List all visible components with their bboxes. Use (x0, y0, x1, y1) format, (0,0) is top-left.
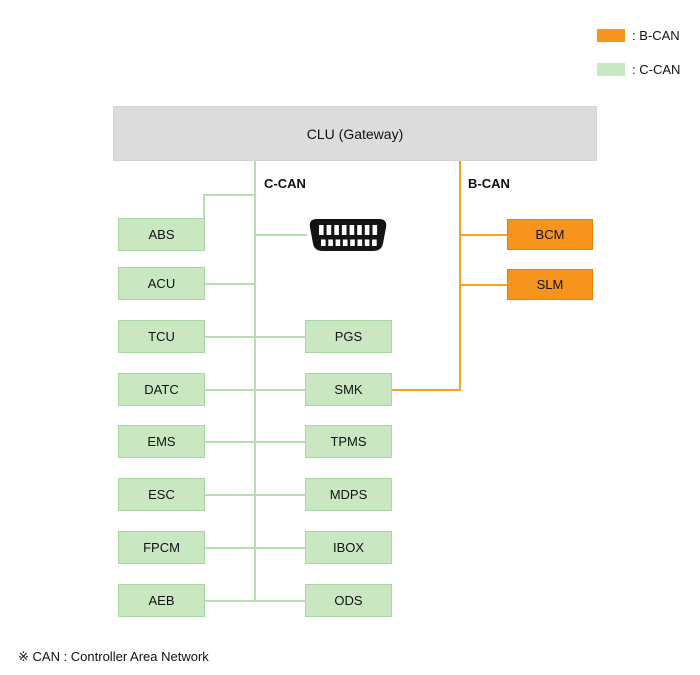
fpcm-ibox-connector-line (204, 547, 306, 549)
c-can-spine-line (254, 161, 256, 602)
node-esc: ESC (118, 478, 205, 511)
obd-connector-icon (306, 218, 390, 252)
node-abs: ABS (118, 218, 205, 251)
legend-label-b-can: : B-CAN (632, 27, 680, 43)
node-bcm: BCM (507, 219, 593, 250)
bcm-connector-line (461, 234, 507, 236)
node-smk: SMK (305, 373, 392, 406)
c-can-bus-label: C-CAN (264, 176, 306, 191)
node-acu: ACU (118, 267, 205, 300)
b-can-spine-line (459, 161, 461, 391)
gateway-node: CLU (Gateway) (113, 106, 597, 161)
datc-smk-connector-line (204, 389, 306, 391)
slm-connector-line (461, 284, 507, 286)
node-ems: EMS (118, 425, 205, 458)
aeb-ods-connector-line (204, 600, 306, 602)
legend-item-c-can: : C-CAN (597, 61, 681, 77)
node-aeb: AEB (118, 584, 205, 617)
node-fpcm: FPCM (118, 531, 205, 564)
node-ibox: IBOX (305, 531, 392, 564)
node-slm: SLM (507, 269, 593, 300)
abs-stub-line (203, 194, 205, 220)
node-tcu: TCU (118, 320, 205, 353)
b-can-bus-label: B-CAN (468, 176, 510, 191)
footnote: ※ CAN : Controller Area Network (18, 649, 209, 664)
smk-b-can-link-line (391, 389, 461, 391)
node-ods: ODS (305, 584, 392, 617)
esc-mdps-connector-line (204, 494, 306, 496)
node-pgs: PGS (305, 320, 392, 353)
gateway-label: CLU (Gateway) (306, 125, 404, 142)
node-datc: DATC (118, 373, 205, 406)
c-can-color-swatch (597, 62, 625, 76)
legend-item-b-can: : B-CAN (597, 27, 680, 43)
abs-branch-line (203, 194, 256, 196)
acu-connector-line (204, 283, 256, 285)
ems-tpms-connector-line (204, 441, 306, 443)
obd-connector-line (255, 234, 307, 236)
node-mdps: MDPS (305, 478, 392, 511)
node-tpms: TPMS (305, 425, 392, 458)
b-can-color-swatch (597, 28, 625, 42)
tcu-pgs-connector-line (204, 336, 306, 338)
legend-label-c-can: : C-CAN (632, 61, 681, 77)
